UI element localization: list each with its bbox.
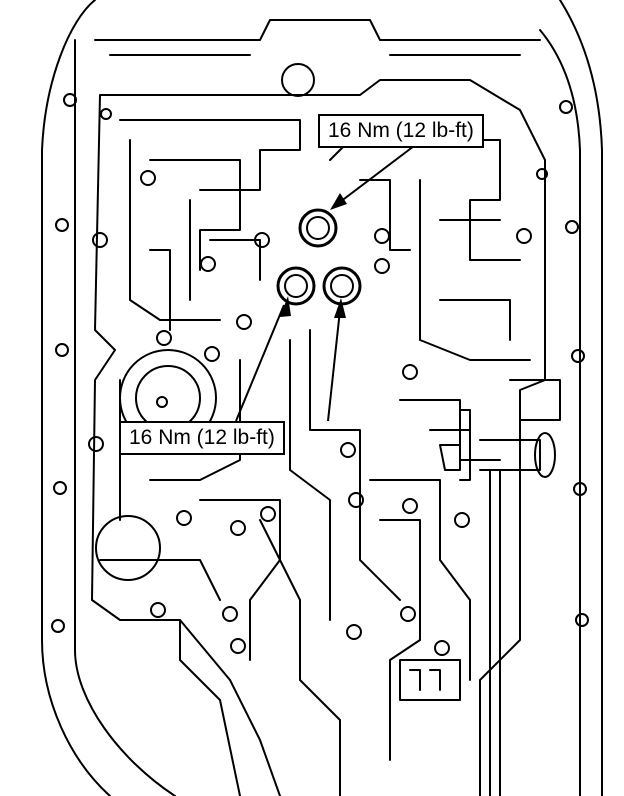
valve-bolt-hole: [150, 602, 166, 618]
channel: [119, 119, 301, 191]
valve-bolt-hole: [516, 228, 532, 244]
valve-bolt-hole: [402, 364, 418, 380]
housing-bolt-hole: [559, 100, 573, 114]
valve-bolt-hole: [340, 442, 356, 458]
leader-line-top: [335, 145, 415, 206]
housing-right-edge: [559, 0, 603, 796]
channel: [129, 139, 221, 321]
leader-line-bottom-left: [235, 304, 285, 422]
channel: [179, 619, 241, 796]
housing-bolt-hole: [63, 93, 77, 107]
lower-bore: [95, 515, 161, 581]
bolt-upper-head: [306, 216, 330, 240]
valve-bolt-hole: [536, 168, 548, 180]
valve-bolt-hole: [230, 520, 246, 536]
housing-bolt-hole: [55, 343, 69, 357]
channel: [289, 339, 331, 621]
valve-bolt-hole: [140, 170, 156, 186]
valve-bolt-hole: [92, 232, 108, 248]
channel: [149, 359, 241, 481]
channel: [359, 179, 411, 251]
channel: [189, 199, 261, 301]
channel: [439, 219, 511, 341]
arrowhead-top: [330, 193, 347, 210]
bracket: [509, 379, 561, 421]
valve-bolt-hole: [254, 232, 270, 248]
housing-bolt-hole: [575, 613, 589, 627]
channel: [259, 519, 341, 796]
torque-callout-top: 16 Nm (12 lb-ft): [318, 114, 484, 148]
bolt-upper: [298, 208, 338, 248]
bolt-lower-left: [276, 266, 316, 306]
channel: [149, 159, 241, 271]
valve-bolt-hole: [230, 638, 246, 654]
channel: [419, 179, 531, 361]
channel: [99, 379, 221, 601]
detent-lever: [439, 444, 461, 471]
bolt-lower-right-head: [330, 274, 354, 298]
valve-bolt-hole: [374, 258, 390, 274]
inner-flange-right: [539, 29, 581, 796]
torque-callout-bottom: 16 Nm (12 lb-ft): [119, 421, 285, 455]
housing-bolt-hole: [53, 481, 67, 495]
valve-bolt-hole: [346, 624, 362, 640]
upper-cover: [94, 19, 541, 41]
valve-bolt-hole: [100, 108, 112, 120]
valve-bolt-hole: [434, 640, 450, 656]
channel: [399, 139, 521, 261]
valve-body-plate: [91, 79, 546, 796]
valve-bolt-hole: [88, 436, 104, 452]
channel: [199, 499, 281, 661]
valve-bolt-hole: [402, 498, 418, 514]
valve-bolt-hole: [236, 314, 252, 330]
connector: [399, 659, 461, 701]
valve-bolt-hole: [156, 330, 172, 346]
valve-bolt-hole: [222, 606, 238, 622]
shaft-collar: [534, 432, 556, 478]
arrowhead-bottom-left: [280, 296, 291, 317]
valve-bolt-hole: [400, 606, 416, 622]
housing-bolt-hole: [565, 220, 579, 234]
manual-shaft: [429, 409, 471, 481]
valve-bolt-hole: [374, 228, 390, 244]
housing-bolt-hole: [51, 619, 65, 633]
channel: [309, 329, 401, 601]
inner-flange: [74, 39, 176, 796]
channel: [149, 139, 401, 331]
linkage-rod: [489, 469, 501, 796]
valve-bolt-hole: [200, 256, 216, 272]
bolt-lower-right: [322, 266, 362, 306]
valve-bolt-hole: [176, 510, 192, 526]
housing-bolt-hole: [55, 218, 69, 232]
valve-bolt-hole: [204, 346, 220, 362]
channel: [379, 519, 421, 761]
accumulator-center: [156, 396, 168, 408]
valve-bolt-hole: [454, 512, 470, 528]
cover-plug: [281, 63, 315, 97]
bolt-lower-left-head: [284, 274, 308, 298]
valve-bolt-hole: [348, 492, 364, 508]
valve-bolt-hole: [260, 506, 276, 522]
housing-outline: [41, 0, 111, 796]
channel: [369, 479, 471, 681]
housing-bolt-hole: [571, 349, 585, 363]
arrowhead-bottom-right: [334, 298, 346, 318]
shaft-tube: [479, 439, 541, 471]
leader-line-bottom-right: [327, 309, 341, 422]
housing-bolt-hole: [573, 482, 587, 496]
